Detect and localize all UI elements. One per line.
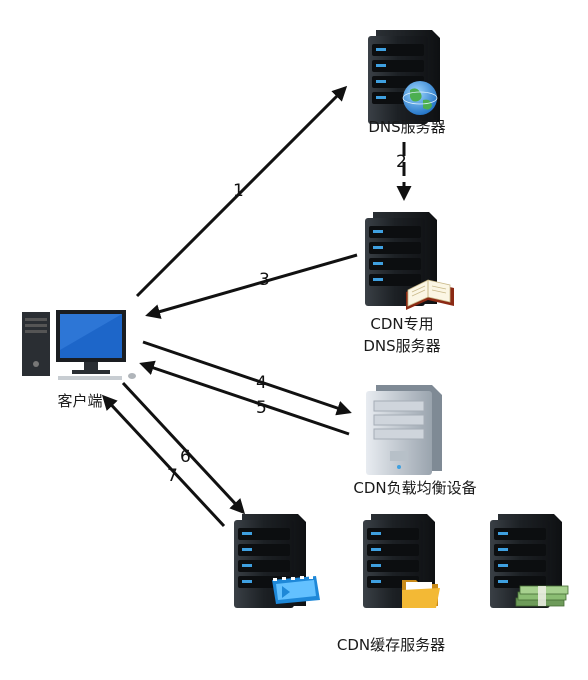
film-strip-icon — [272, 576, 320, 604]
load-balancer-tower-icon — [366, 385, 442, 475]
cdn-dns-label-line2: DNS服务器 — [363, 337, 441, 355]
money-stack-icon — [515, 585, 569, 607]
load-balancer-label: CDN负载均衡设备 — [353, 479, 477, 497]
step-label-4: 4 — [256, 373, 267, 393]
step-label-6: 6 — [180, 447, 191, 467]
arrow-step-5 — [139, 360, 350, 436]
dns-server-label: DNS服务器 — [368, 118, 446, 136]
globe-icon — [402, 81, 438, 115]
step-label-1: 1 — [233, 181, 244, 201]
desktop-computer-icon — [22, 310, 136, 380]
step-label-5: 5 — [256, 398, 267, 418]
cdn-dns-label-line1: CDN专用 — [370, 315, 434, 333]
arrow-step-7 — [101, 394, 226, 528]
cache-server-label: CDN缓存服务器 — [336, 636, 446, 654]
folder-icon — [402, 580, 440, 608]
arrow-step-4 — [142, 340, 352, 416]
open-book-icon — [406, 279, 454, 310]
arrow-step-6 — [121, 381, 246, 515]
step-label-2: 2 — [396, 152, 407, 172]
arrow-step-3 — [145, 253, 358, 319]
arrow-step-1 — [135, 85, 348, 298]
step-label-3: 3 — [259, 270, 270, 290]
client-label: 客户端 — [57, 392, 103, 410]
step-label-7: 7 — [167, 466, 178, 486]
